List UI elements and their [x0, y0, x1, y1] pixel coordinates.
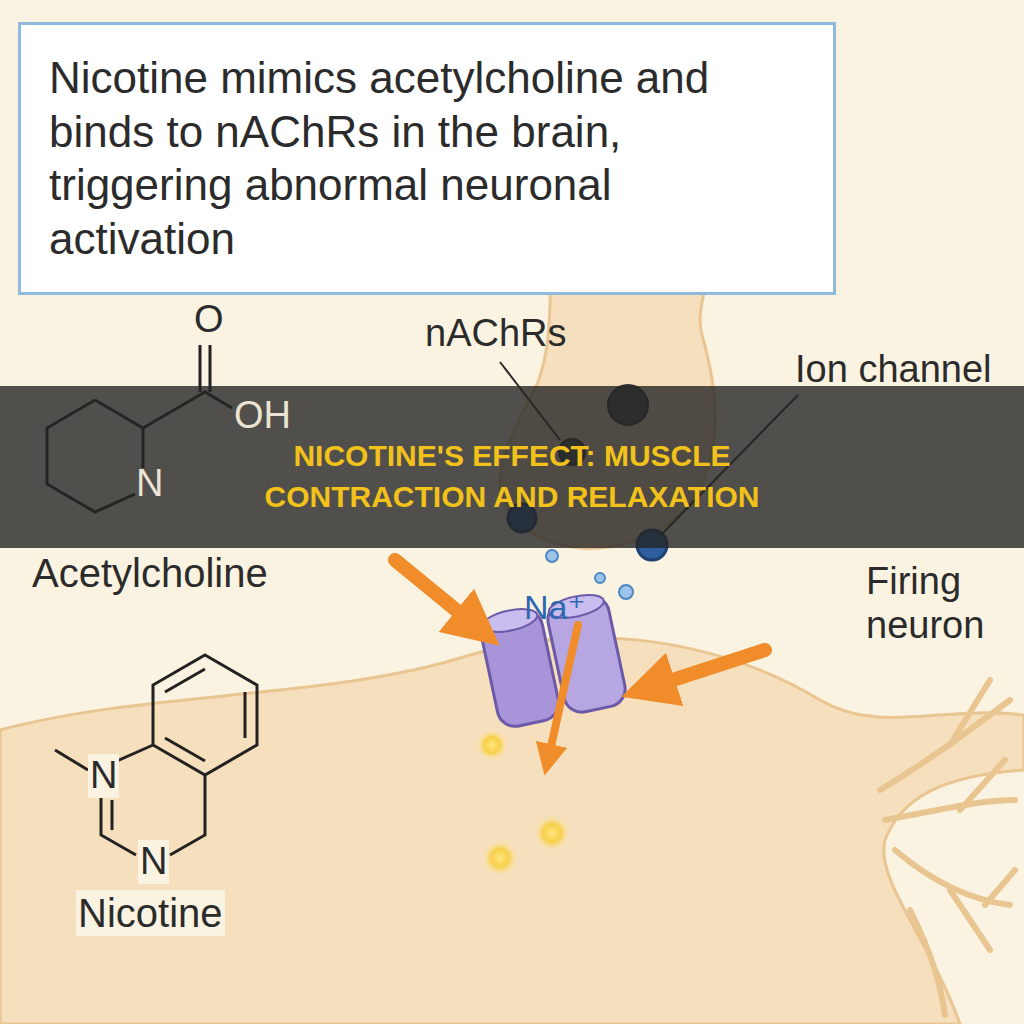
- molecule-name: Nicotine: [76, 890, 225, 936]
- title-banner-text: NICOTINE'S EFFECT: MUSCLE CONTRACTION AN…: [250, 436, 774, 517]
- atom-label: N: [88, 754, 119, 798]
- glow-dots: [476, 729, 570, 876]
- molecule-name: Acetylcholine: [30, 550, 270, 596]
- ion-label: Na⁺: [524, 588, 585, 627]
- atom-label: O: [192, 298, 226, 342]
- receptor-label: nAChRs: [425, 312, 567, 356]
- atom-label: N: [138, 840, 169, 884]
- atom-label: N: [136, 462, 163, 506]
- flow-arrows: [395, 560, 765, 760]
- nicotine-structure: [55, 655, 257, 855]
- dendrites: [880, 680, 1015, 1015]
- text-box: Nicotine mimics acetylcholine and binds …: [18, 22, 836, 295]
- neuron-label: Firing neuron: [866, 560, 1016, 647]
- box-text: Nicotine mimics acetylcholine and binds …: [49, 51, 805, 266]
- atom-label: OH: [234, 394, 291, 438]
- channel-label: Ion channel: [795, 348, 992, 392]
